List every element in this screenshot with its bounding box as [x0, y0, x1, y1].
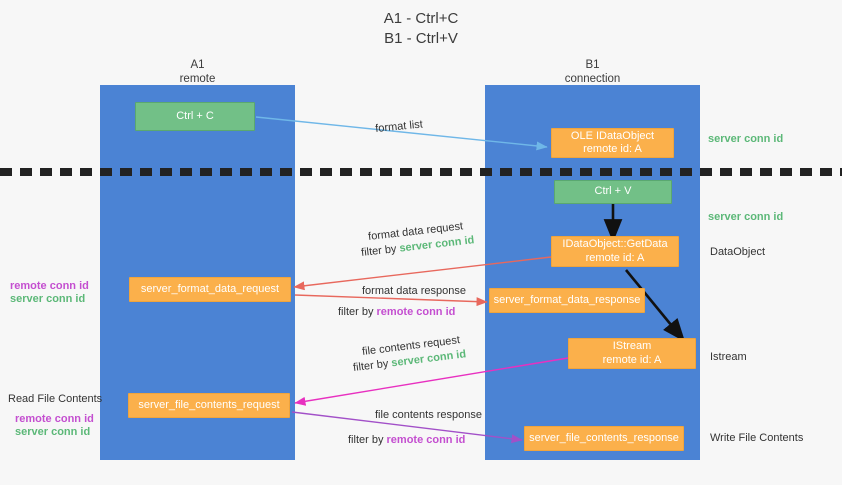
edge-label-file-contents-response: file contents response	[375, 409, 483, 421]
node-ole-idataobject[interactable]: OLE IDataObject remote id: A	[551, 128, 674, 158]
node-server-format-data-response-label: server_format_data_response	[493, 293, 641, 306]
filter-value-remote-conn-id: remote conn id	[376, 306, 456, 318]
title-line-1: A1 - Ctrl+C	[383, 10, 459, 27]
node-ctrl-v[interactable]: Ctrl + V	[554, 180, 672, 204]
page-title: A1 - Ctrl+C B1 - Ctrl+V	[0, 9, 842, 49]
filter-prefix: filter by	[360, 242, 401, 260]
lane-a1-sub: remote	[179, 73, 216, 85]
edge-filter-format-data-response: filter by remote conn id	[338, 305, 455, 319]
node-ctrl-c-line1: Ctrl + C	[176, 109, 214, 122]
node-ctrl-v-line1: Ctrl + V	[594, 185, 632, 198]
right-label-server-conn-id-2: server conn id	[708, 211, 784, 223]
left-label-read-file-contents: Read File Contents	[8, 393, 103, 405]
edge-filter-file-contents-response: filter by remote conn id	[348, 433, 465, 447]
phase-separator	[0, 168, 842, 176]
edge-label-format-list: format list	[374, 118, 424, 136]
node-server-format-data-request-label: server_format_data_request	[140, 282, 280, 295]
left-label-server-conn-id-2: server conn id	[15, 426, 91, 438]
lane-b1-name: B1	[585, 59, 600, 71]
node-ole-idataobject-line1: OLE IDataObject	[570, 129, 655, 142]
node-server-file-contents-response[interactable]: server_file_contents_response	[524, 426, 684, 451]
filter-prefix: filter by	[352, 357, 393, 375]
node-ole-idataobject-line2: remote id: A	[583, 143, 642, 155]
lane-header-b1: B1 connection	[485, 58, 700, 86]
left-label-remote-conn-id-1: remote conn id	[10, 280, 89, 292]
node-idataobject-getdata[interactable]: IDataObject::GetData remote id: A	[551, 236, 679, 267]
node-istream-line1: IStream	[612, 340, 652, 352]
node-server-file-contents-request-label: server_file_contents_request	[138, 398, 280, 411]
filter-prefix: filter by	[338, 306, 377, 318]
node-server-file-contents-request[interactable]: server_file_contents_request	[128, 393, 290, 418]
lane-b1-sub: connection	[564, 73, 621, 85]
node-ctrl-c[interactable]: Ctrl + C	[135, 102, 255, 131]
lane-header-a1: A1 remote	[100, 58, 295, 86]
filter-prefix: filter by	[348, 434, 387, 446]
node-idataobject-getdata-line2: remote id: A	[585, 251, 645, 264]
left-label-server-conn-id-1: server conn id	[10, 293, 86, 305]
right-label-server-conn-id-1: server conn id	[708, 133, 784, 145]
right-label-istream: Istream	[710, 351, 747, 363]
right-label-write-file-contents: Write File Contents	[710, 432, 804, 444]
node-idataobject-getdata-line1: IDataObject::GetData	[562, 238, 668, 250]
node-server-format-data-request[interactable]: server_format_data_request	[129, 277, 291, 302]
node-istream-line2: remote id: A	[602, 353, 662, 366]
filter-value-remote-conn-id: remote conn id	[386, 434, 466, 446]
right-label-dataobject: DataObject	[710, 246, 766, 258]
node-istream[interactable]: IStream remote id: A	[568, 338, 696, 369]
lane-a1-name: A1	[190, 59, 205, 71]
node-server-file-contents-response-label: server_file_contents_response	[529, 431, 679, 444]
left-label-remote-conn-id-2: remote conn id	[15, 413, 94, 425]
edge-label-format-data-response: format data response	[362, 285, 466, 297]
title-line-2: B1 - Ctrl+V	[384, 30, 458, 47]
node-server-format-data-response[interactable]: server_format_data_response	[489, 288, 645, 313]
